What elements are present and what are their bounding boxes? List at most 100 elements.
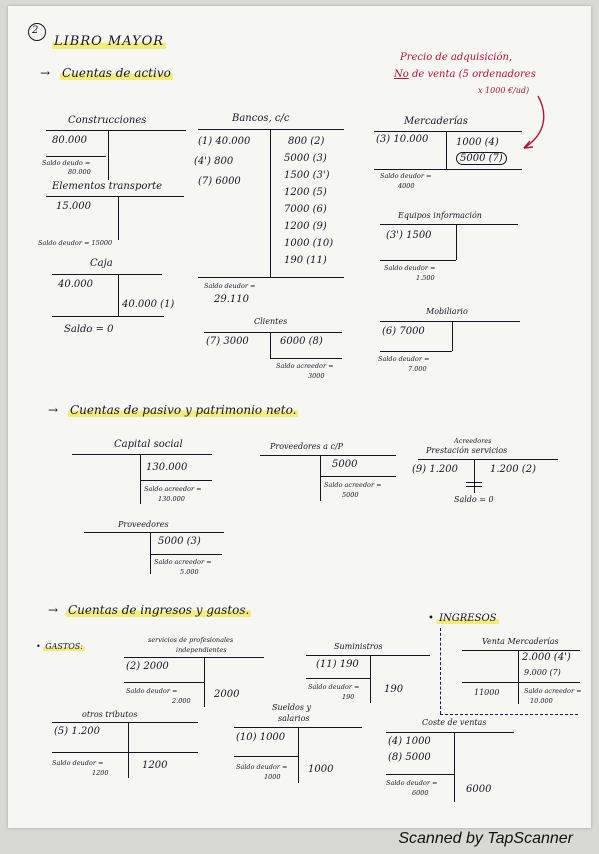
construcciones-saldo-value: 80.000 — [68, 168, 91, 176]
proveedores-cp-saldo-value: 5000 — [342, 491, 359, 499]
venta-saldo-value: 10.000 — [530, 697, 553, 705]
coste-hline — [386, 732, 514, 733]
sueldos-saldo-value: 1000 — [264, 773, 281, 781]
otros-hline — [52, 722, 198, 723]
section-number: 2 — [32, 25, 39, 36]
mercaderias-hline — [374, 131, 522, 132]
construcciones-saldo-label: Saldo deudo = — [42, 159, 91, 167]
construcciones-total-line — [46, 156, 106, 157]
proveedores-hline — [84, 532, 224, 533]
capital-total-line — [140, 480, 212, 481]
mercaderias-debe: (3) 10.000 — [376, 134, 429, 145]
bancos-debe-1: (1) 40.000 — [198, 136, 251, 147]
section-number-circle — [28, 23, 46, 41]
coste-total: 6000 — [466, 784, 492, 795]
note-line-1: Precio de adquisición, — [400, 52, 513, 63]
suministros-title: Suministros — [334, 642, 383, 651]
construcciones-vline — [108, 130, 109, 180]
proveedores-cp-total-line — [320, 476, 396, 477]
capital-saldo-label: Saldo acreedor = — [144, 485, 202, 493]
coste-vline — [454, 732, 455, 802]
arrow-icon-pasivo: → — [48, 403, 59, 417]
acreedores-title-2: Prestación servicios — [426, 446, 508, 455]
proveedores-cp-title: Proveedores a c/P — [270, 442, 344, 451]
bancos-hline — [198, 129, 344, 130]
section-gastos-label: GASTOS: — [43, 642, 85, 651]
bancos-total-line — [198, 277, 344, 278]
servicios-debe: (2) 2000 — [126, 661, 169, 672]
clientes-hline — [204, 332, 342, 333]
otros-total-line — [52, 752, 198, 753]
sueldos-total: 1000 — [308, 764, 334, 775]
mobiliario-vline — [452, 321, 453, 351]
suministros-debe: (11) 190 — [316, 659, 359, 670]
suministros-total: 190 — [384, 684, 404, 695]
caja-title: Caja — [90, 258, 113, 269]
capital-haber: 130.000 — [146, 462, 188, 473]
venta-saldo-label: Saldo acreedor = — [524, 687, 582, 695]
coste-debe-1: (4) 1000 — [388, 736, 431, 747]
caja-debe: 40.000 — [58, 279, 93, 290]
mobiliario-hline — [380, 321, 520, 322]
mobiliario-saldo-value: 7.000 — [408, 365, 427, 373]
caja-total-line — [52, 316, 164, 317]
servicios-total: 2000 — [214, 689, 240, 700]
equipos-hline — [380, 224, 518, 225]
construcciones-debe: 80.000 — [52, 135, 87, 146]
venta-hline — [462, 650, 580, 651]
mobiliario-debe: (6) 7000 — [382, 326, 425, 337]
mercaderias-haber-2: 5000 (7) — [456, 152, 507, 165]
venta-title: Venta Mercaderías — [482, 637, 559, 646]
elementos-saldo: Saldo deudor = 15000 — [38, 239, 113, 247]
page-title: LIBRO MAYOR — [52, 34, 167, 49]
elementos-title: Elementos transporte — [52, 181, 163, 192]
suministros-saldo-value: 190 — [342, 693, 355, 701]
caja-hline — [52, 274, 162, 275]
bancos-haber-7: 1000 (10) — [284, 238, 334, 249]
note-arrow-icon — [523, 95, 545, 149]
otros-saldo-value: 1200 — [92, 769, 109, 777]
proveedores-cp-vline — [320, 455, 321, 501]
equipos-saldo-value: 1.500 — [416, 274, 435, 282]
acreedores-total-line-2 — [466, 486, 482, 487]
otros-vline — [128, 722, 129, 778]
bancos-haber-1: 800 (2) — [288, 136, 325, 147]
proveedores-saldo-label: Saldo acreedor = — [154, 558, 212, 566]
coste-saldo-value: 6000 — [412, 789, 429, 797]
equipos-saldo-label: Saldo deudor = — [384, 264, 436, 272]
bancos-saldo-value: 29.110 — [214, 294, 249, 305]
servicios-saldo-label: Saldo deudor = — [126, 687, 178, 695]
bancos-debe-3: (7) 6000 — [198, 176, 241, 187]
bullet-icon-gastos: • — [36, 642, 41, 651]
sueldos-vline — [298, 727, 299, 783]
proveedores-haber: 5000 (3) — [158, 536, 201, 547]
acreedores-hline — [418, 459, 558, 460]
acreedores-total-line — [466, 482, 482, 483]
bancos-debe-2: (4') 800 — [194, 156, 234, 167]
caja-vline — [118, 274, 119, 316]
note-line-2-text: de venta (5 ordenadores — [411, 69, 536, 80]
arrow-icon-ingresos-gastos: → — [48, 603, 59, 617]
suministros-hline — [306, 655, 430, 656]
proveedores-saldo-value: 5.000 — [180, 568, 199, 576]
sueldos-title-2: salarios — [278, 714, 310, 723]
mobiliario-saldo-label: Saldo deudor = — [378, 355, 430, 363]
coste-debe-2: (8) 5000 — [388, 752, 431, 763]
mercaderias-title: Mercaderías — [404, 116, 468, 127]
otros-debe: (5) 1.200 — [54, 726, 100, 737]
otros-total: 1200 — [142, 760, 168, 771]
servicios-vline — [204, 657, 205, 707]
bancos-vline — [270, 129, 271, 277]
acreedores-saldo: Saldo = 0 — [454, 495, 494, 504]
mercaderias-saldo-label: Saldo deudor = — [380, 172, 432, 180]
elementos-hline — [46, 196, 184, 197]
clientes-haber: 6000 (8) — [280, 336, 323, 347]
sueldos-debe: (10) 1000 — [236, 732, 286, 743]
construcciones-title: Construcciones — [68, 115, 147, 126]
mobiliario-total-line — [380, 351, 452, 352]
suministros-total-line — [306, 678, 370, 679]
clientes-title: Clientes — [254, 317, 288, 326]
acreedores-vline — [474, 459, 475, 493]
equipos-total-line — [380, 260, 456, 261]
suministros-vline — [370, 655, 371, 703]
